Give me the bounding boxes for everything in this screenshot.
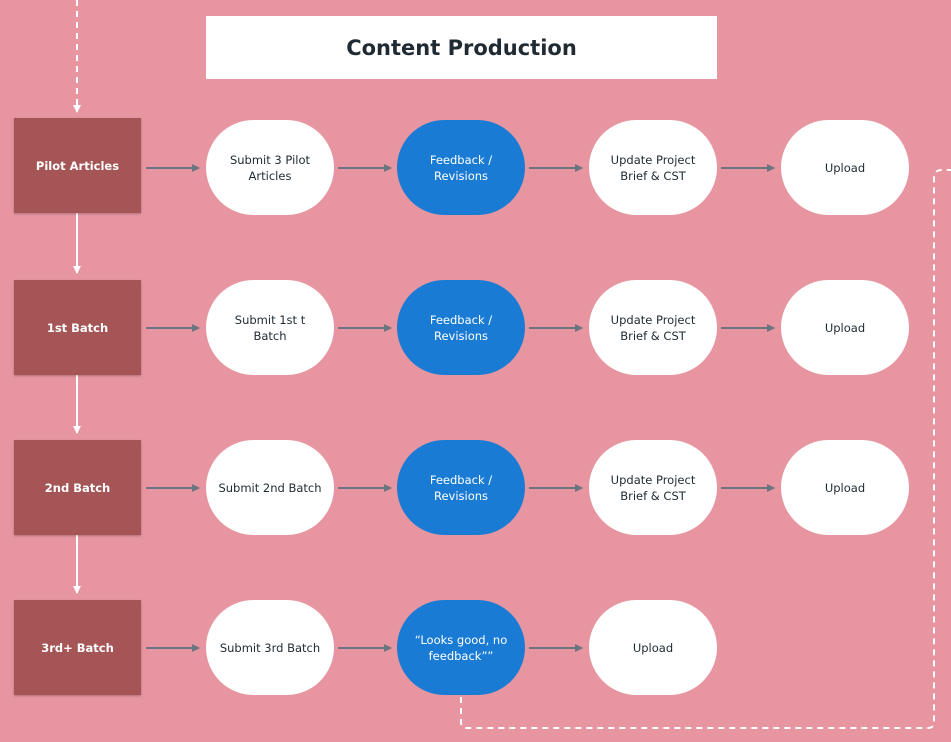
step-feedback-revisions: Feedback / Revisions: [397, 120, 525, 215]
step-feedback-revisions: Feedback / Revisions: [397, 280, 525, 375]
step-looks-good: “Looks good, no feedback””: [397, 600, 525, 695]
stage-3rd-plus-batch: 3rd+ Batch: [14, 600, 141, 695]
step-submit-2nd-batch: Submit 2nd Batch: [206, 440, 334, 535]
step-upload: Upload: [781, 440, 909, 535]
step-update-brief: Update Project Brief & CST: [589, 280, 717, 375]
stage-pilot-articles: Pilot Articles: [14, 118, 141, 213]
step-upload: Upload: [781, 280, 909, 375]
step-update-brief: Update Project Brief & CST: [589, 120, 717, 215]
step-submit-3rd-batch: Submit 3rd Batch: [206, 600, 334, 695]
step-update-brief: Update Project Brief & CST: [589, 440, 717, 535]
step-submit-1st-batch: Submit 1st t Batch: [206, 280, 334, 375]
page-title: Content Production: [206, 16, 717, 79]
stage-1st-batch: 1st Batch: [14, 280, 141, 375]
stage-2nd-batch: 2nd Batch: [14, 440, 141, 535]
step-feedback-revisions: Feedback / Revisions: [397, 440, 525, 535]
step-upload: Upload: [589, 600, 717, 695]
step-upload: Upload: [781, 120, 909, 215]
step-submit-pilot: Submit 3 Pilot Articles: [206, 120, 334, 215]
loop-back-dashed-line: [460, 169, 951, 729]
